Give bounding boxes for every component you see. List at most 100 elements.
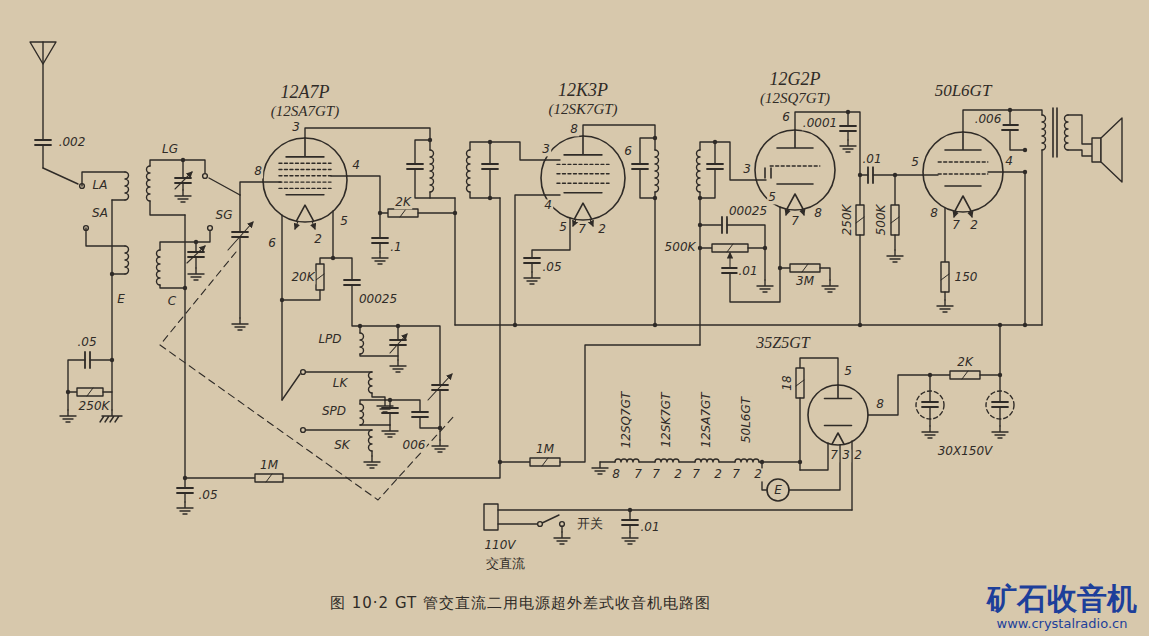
speaker-cone [1101,118,1122,182]
wire [756,179,766,180]
component-label: .01 [639,521,660,534]
label-anchor: 2 [713,468,723,481]
label-anchor: 12SQ7GT [620,391,633,450]
junction-dot [1023,170,1027,174]
component-label: .1 [389,241,402,254]
label-anchor: LK [332,377,349,390]
switch-contact [301,428,306,433]
wire [282,290,320,300]
wire [531,263,532,272]
label-anchor: 250K [78,400,111,413]
component-label: 6 [781,111,791,124]
resistor-mark [87,388,93,396]
capacitor-symbol [382,408,398,413]
component-label: 2K [956,356,974,369]
component-label: 250K [78,400,111,413]
tube-grid [557,164,609,183]
ground-symbol [232,318,248,330]
junction-dot [698,246,702,250]
tube-envelope [807,384,869,446]
wire [759,461,800,462]
wire [868,375,950,415]
adjust-arrow [175,172,192,189]
wire [800,358,838,385]
wire [1068,150,1092,156]
filament-symbol [695,459,719,462]
component-label: LG [161,143,179,156]
label-anchor: 006 [402,439,427,452]
label-anchor: E [116,293,126,306]
node-text-box: E [766,478,790,502]
wire [847,131,848,140]
junction-dot [488,140,492,144]
label-anchor: 7 [691,468,701,481]
wire [719,461,735,462]
component-label: .01 [861,153,882,166]
wire [700,142,715,164]
component-label: 7 [633,468,643,481]
label-anchor: 3 [541,143,551,156]
label-anchor: 00025 [358,293,398,306]
wire [184,493,185,502]
wire [963,110,1042,132]
component-label: 12SA7GT [700,391,713,448]
junction-dot [181,158,185,162]
component-label: C [167,295,177,308]
tube-symbol: 12A7P(12SA7GT) [262,137,348,223]
component-label: .0001 [802,117,838,130]
wire [700,224,722,225]
label-anchor: SPD [321,405,347,418]
wire [263,181,281,182]
wire [112,199,125,200]
label-anchor: .05 [541,261,562,274]
adjust-arrow [390,334,407,353]
tube-type: 12A7P [271,83,339,103]
wire [800,443,828,470]
wire [429,192,430,198]
capacitor-symbol [372,238,388,243]
capacitor-symbol [344,280,360,285]
wire [397,345,398,360]
junction-dot [713,140,717,144]
wire [490,142,545,160]
wire [1041,150,1042,325]
junction-dot [760,460,764,464]
resistor-mark [266,474,272,482]
component-label: 5 [767,191,777,204]
wire [372,393,385,400]
resistor-symbol [712,244,748,252]
resistor-symbol [891,205,899,235]
label-anchor: 8 [929,207,939,220]
wire [389,413,390,425]
tube-electrodes [945,132,981,211]
label-anchor: 500K [875,204,888,237]
wire [873,174,923,175]
component-label: 3M [795,275,815,288]
label-anchor: 18 [781,374,794,391]
capacitor-symbol [482,164,498,169]
component-label: 8 [875,398,885,411]
wire [988,171,1003,172]
junction-dot [698,223,702,227]
capacitor-symbol [35,140,51,145]
junction-dot [438,426,442,430]
ground-symbol [382,425,398,437]
wire [894,235,895,250]
wire [195,257,196,268]
component-label: 3 [541,143,551,156]
wire [799,398,800,470]
pilot-lamp: E [766,478,790,502]
wire [498,509,852,510]
coil-symbol [697,150,700,192]
capacitor-symbol [707,164,723,169]
wire [715,142,756,180]
component-label: 500K [664,241,697,254]
resistor-mark [542,458,548,466]
label-anchor: 12SK7GT [660,391,673,448]
ground-symbol [554,532,570,544]
component-label: .01 [737,265,758,278]
wire [1068,115,1092,144]
component-label: LA [92,179,109,192]
wire [185,477,255,478]
tube-electrodes [825,385,852,444]
